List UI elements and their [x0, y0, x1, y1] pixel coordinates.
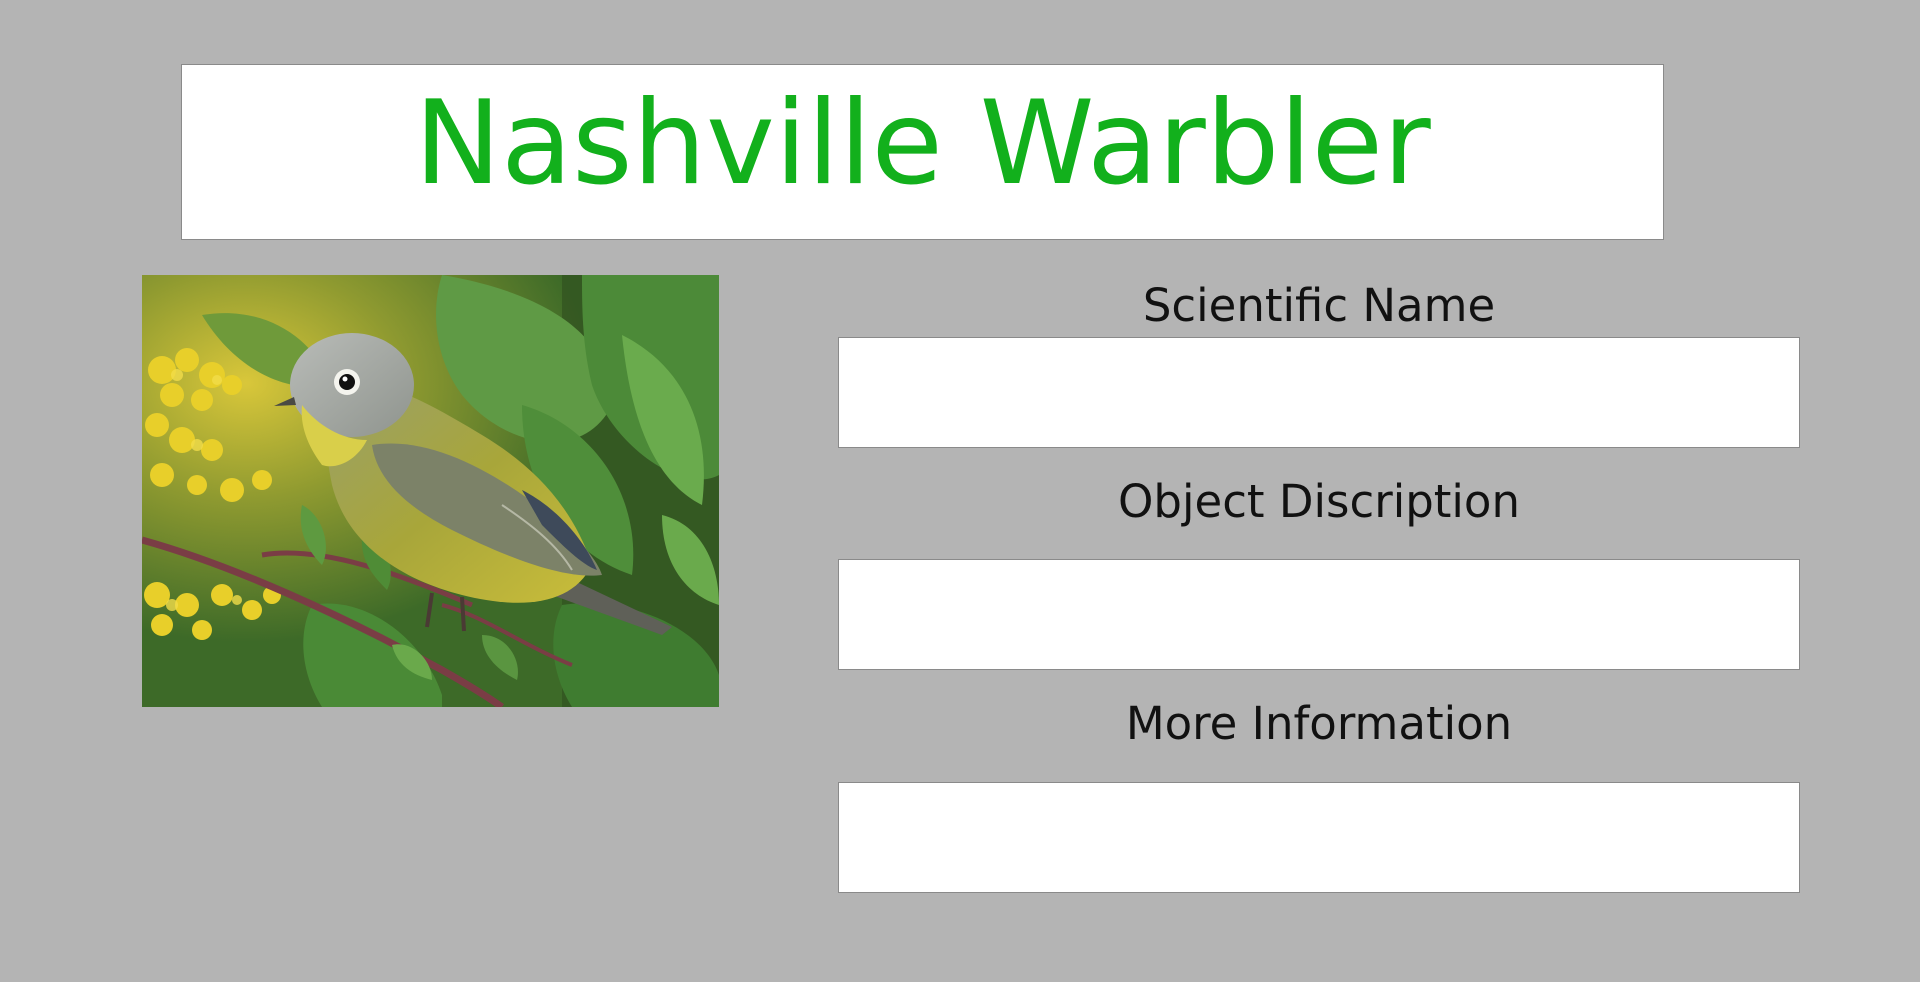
scientific-name-field[interactable] — [838, 337, 1800, 448]
page-title: Nashville Warbler — [414, 76, 1431, 211]
bird-illustration — [142, 275, 719, 707]
object-description-label: Object Discription — [1118, 475, 1520, 528]
more-information-field[interactable] — [838, 782, 1800, 893]
scientific-name-label: Scientific Name — [1142, 279, 1496, 332]
object-description-field[interactable] — [838, 559, 1800, 670]
more-information-label: More Information — [1125, 697, 1513, 750]
title-banner: Nashville Warbler — [181, 64, 1664, 240]
bird-photo — [142, 275, 719, 707]
